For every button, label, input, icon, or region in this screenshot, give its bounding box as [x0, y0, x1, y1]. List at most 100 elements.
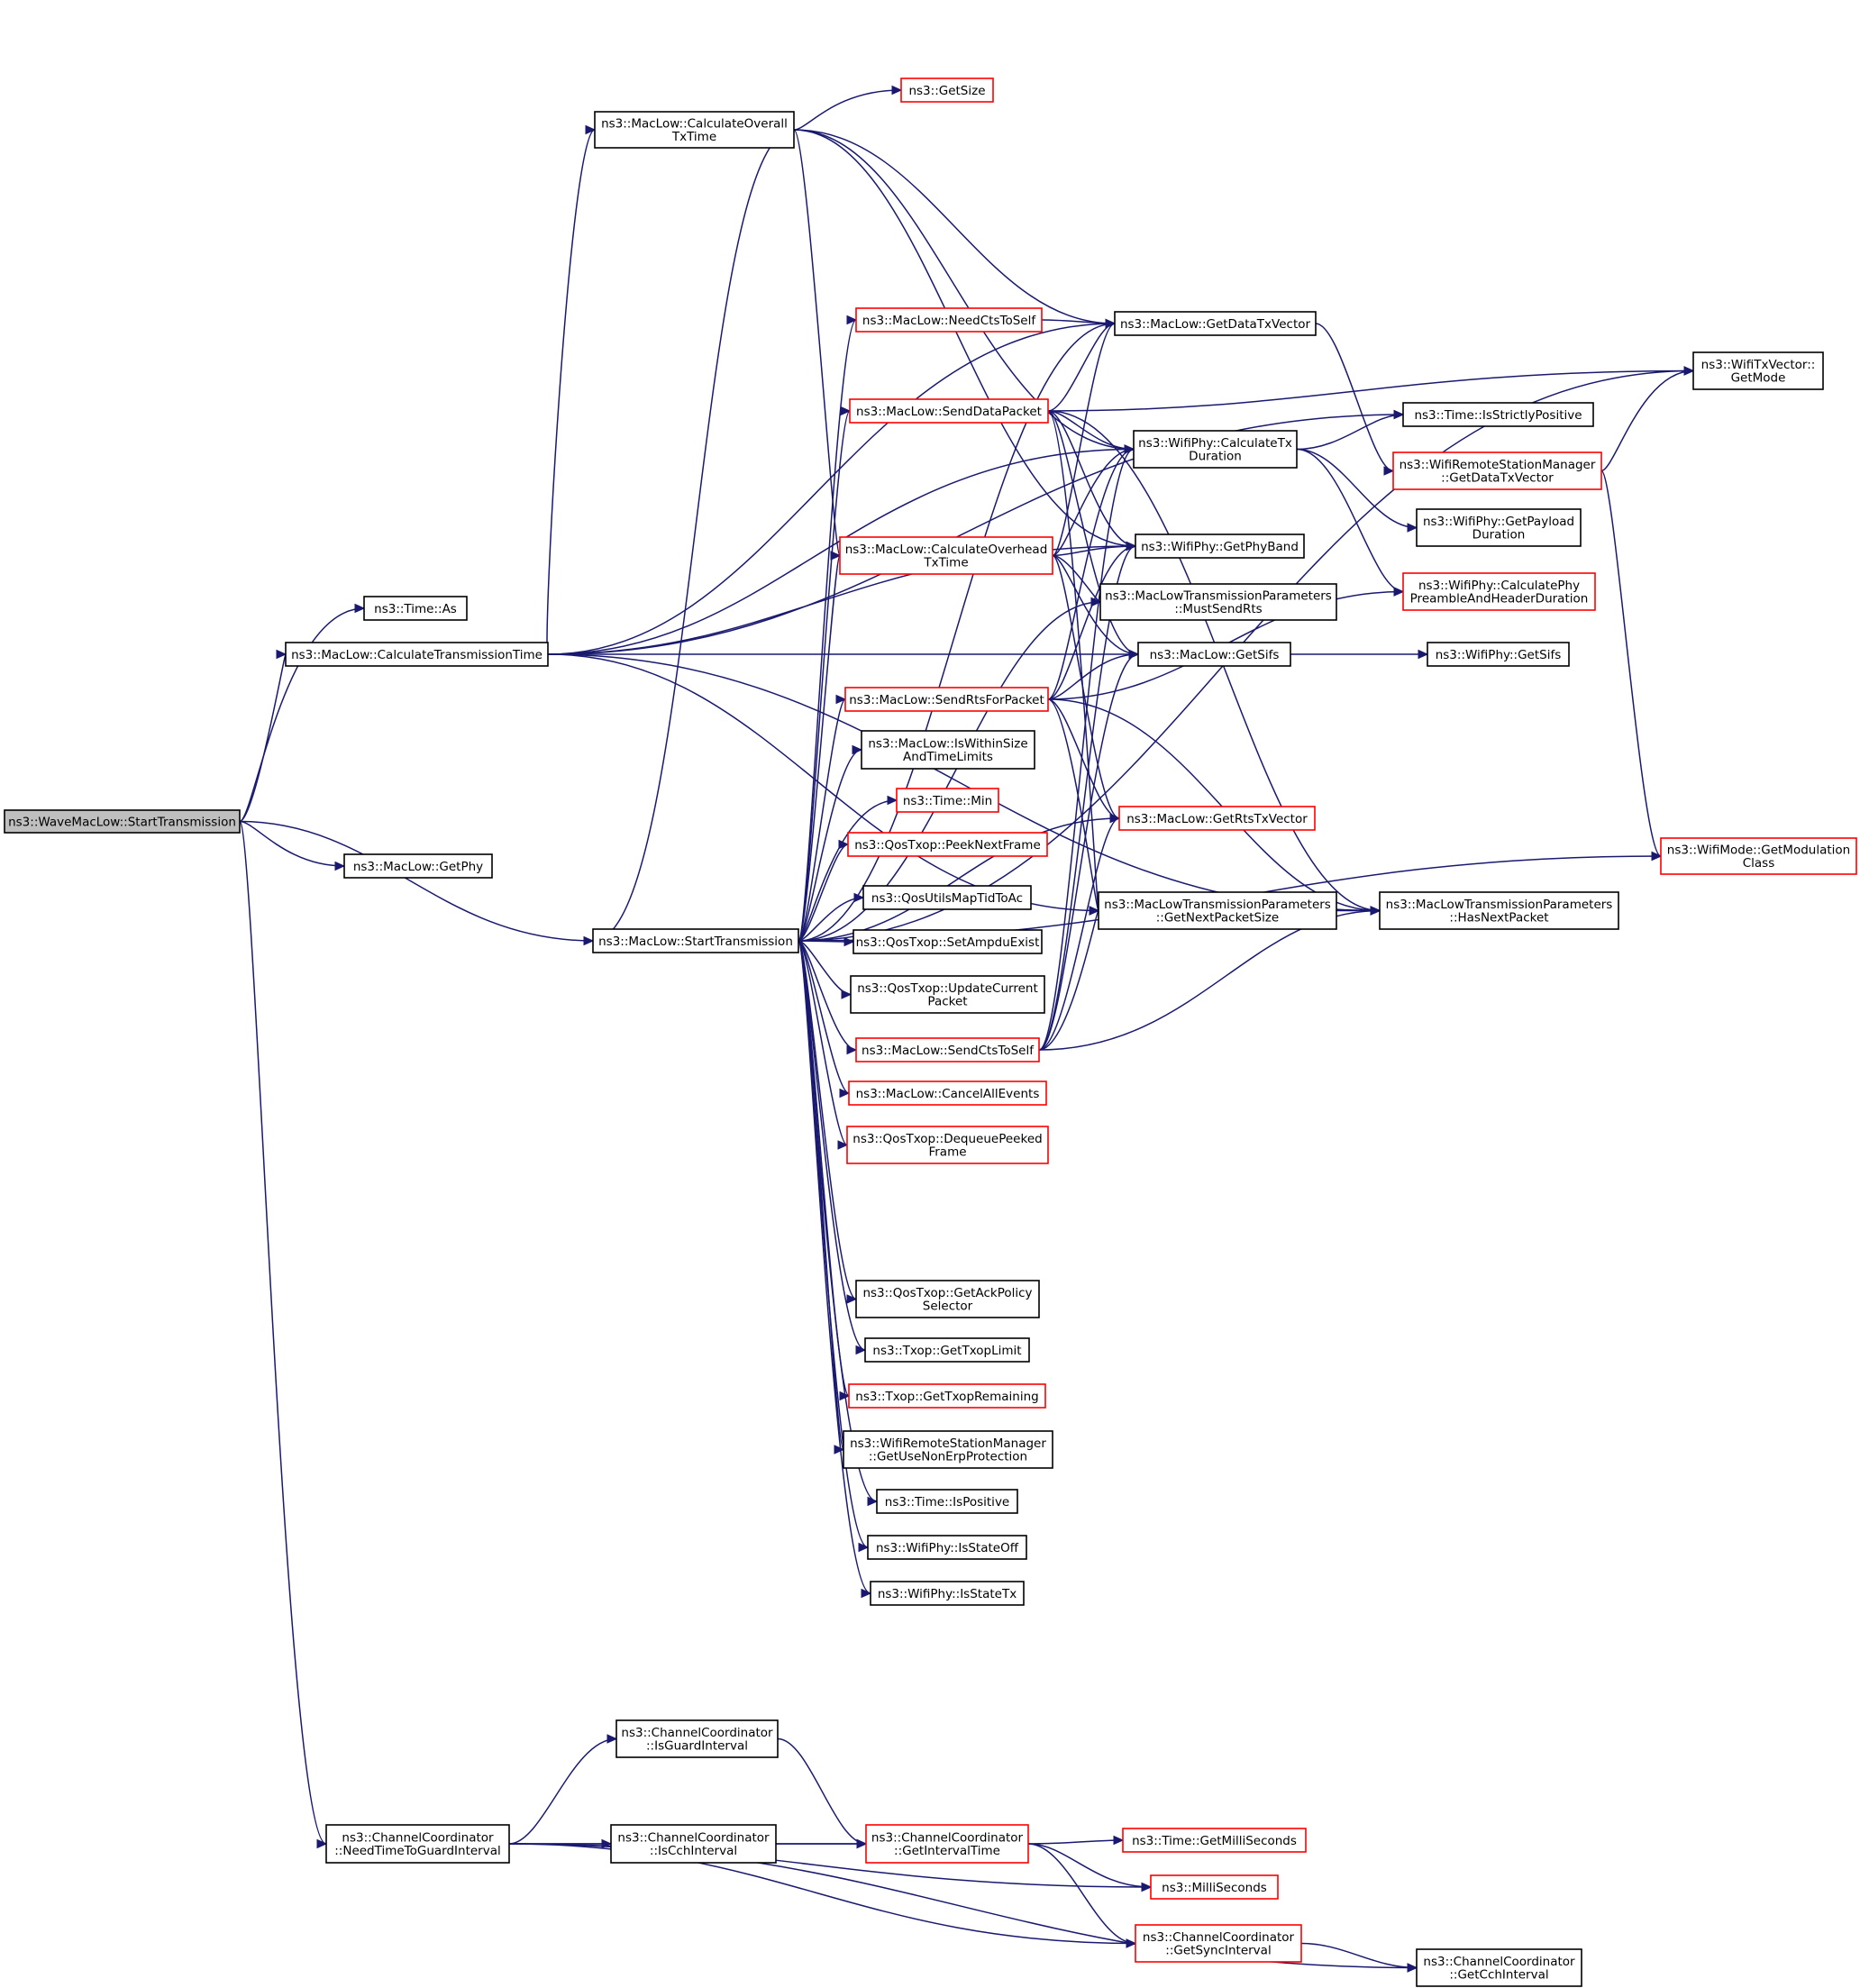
node-txopLimit[interactable]: ns3::Txop::GetTxopLimit: [864, 1337, 1030, 1363]
call-edge-root-to-timeAs: [239, 607, 365, 823]
node-box: [1133, 430, 1298, 469]
call-edge-calcTT-to-calcOverall: [546, 129, 596, 655]
node-getSync[interactable]: ns3::ChannelCoordinator::GetSyncInterval: [1135, 1924, 1302, 1963]
node-getDataTxV[interactable]: ns3::MacLow::GetDataTxVector: [1114, 311, 1317, 336]
node-root[interactable]: ns3::WaveMacLow::StartTransmission: [4, 809, 241, 834]
node-useNonErp[interactable]: ns3::WifiRemoteStationManager::GetUseNon…: [843, 1430, 1053, 1469]
node-isStateTx[interactable]: ns3::WifiPhy::IsStateTx: [870, 1581, 1025, 1606]
call-edge-startTx-to-sendRts: [798, 698, 846, 942]
call-edge-arrowhead: [585, 124, 597, 135]
node-isStrictly[interactable]: ns3::Time::IsStrictlyPositive: [1402, 402, 1594, 427]
node-label: ns3::Time::IsPositive: [885, 1495, 1009, 1509]
node-getPhyBand[interactable]: ns3::WifiPhy::GetPhyBand: [1135, 533, 1305, 559]
node-label: ::GetCchInterval: [1449, 1968, 1548, 1983]
node-label: ns3::Txop::GetTxopRemaining: [855, 1390, 1038, 1404]
node-box: [1135, 1924, 1302, 1963]
node-box: [594, 111, 795, 149]
node-label: Frame: [928, 1145, 966, 1160]
call-edge-sendData-to-getSifs: [1047, 410, 1139, 655]
node-calcTT[interactable]: ns3::MacLow::CalculateTransmissionTime: [285, 642, 549, 667]
call-edge-startTx-to-getRtsTxV: [798, 817, 1120, 942]
node-box: [870, 1581, 1025, 1606]
node-timeAs[interactable]: ns3::Time::As: [363, 596, 468, 621]
node-calcPreamble[interactable]: ns3::WifiPhy::CalculatePhyPreambleAndHea…: [1402, 572, 1596, 611]
call-edge-arrowhead: [839, 1088, 851, 1099]
node-getPhy[interactable]: ns3::MacLow::GetPhy: [343, 853, 493, 879]
node-startTx[interactable]: ns3::MacLow::StartTransmission: [592, 928, 799, 953]
node-isGuard[interactable]: ns3::ChannelCoordinator::IsGuardInterval: [615, 1719, 779, 1758]
node-box: [285, 642, 549, 667]
node-getNextPkt[interactable]: ns3::MacLowTransmissionParameters::GetNe…: [1098, 891, 1337, 930]
node-mustSendRts[interactable]: ns3::MacLowTransmissionParameters::MustS…: [1099, 583, 1337, 621]
node-getSize[interactable]: ns3::GetSize: [900, 78, 994, 103]
node-label: ::GetNextPacketSize: [1156, 911, 1279, 926]
node-box: [1150, 1874, 1279, 1900]
node-setAmpdu[interactable]: ns3::QosTxop::SetAmpduExist: [852, 929, 1043, 954]
node-label: ns3::MacLow::GetSifs: [1150, 648, 1280, 662]
node-isStateOff[interactable]: ns3::WifiPhy::IsStateOff: [867, 1535, 1027, 1560]
node-qosMap[interactable]: ns3::QosUtilsMapTidToAc: [862, 885, 1032, 910]
node-needCts[interactable]: ns3::MacLow::NeedCtsToSelf: [855, 307, 1043, 333]
call-edge-startTx-to-isWithin: [798, 749, 862, 942]
node-box: [1392, 451, 1602, 490]
node-label: ns3::Txop::GetTxopLimit: [872, 1344, 1021, 1358]
call-edge-calcOverall-to-getPhyBand: [793, 129, 1136, 547]
node-sendData[interactable]: ns3::MacLow::SendDataPacket: [849, 398, 1049, 424]
node-box: [1137, 642, 1291, 667]
call-edge-arrowhead: [852, 744, 863, 755]
call-edge-sendData-to-calcTxDur: [1047, 410, 1135, 451]
node-getSifs[interactable]: ns3::MacLow::GetSifs: [1137, 642, 1291, 667]
node-label: ::GetIntervalTime: [894, 1844, 1000, 1858]
node-timeMin[interactable]: ns3::Time::Min: [896, 788, 999, 813]
call-edge-calcOverall-to-calcTxDur: [793, 129, 1135, 451]
call-edge-startTx-to-timeMin: [798, 799, 898, 942]
node-label: ns3::ChannelCoordinator: [617, 1831, 770, 1846]
node-peekNext[interactable]: ns3::QosTxop::PeekNextFrame: [847, 832, 1048, 857]
call-edge-sendCts-to-calcTxDur: [1038, 448, 1135, 1051]
node-getCch[interactable]: ns3::ChannelCoordinator::GetCchInterval: [1416, 1948, 1582, 1987]
call-edge-arrowhead: [1383, 466, 1395, 476]
node-milliSec[interactable]: ns3::MilliSeconds: [1150, 1874, 1279, 1900]
node-wrsmDataTxV[interactable]: ns3::WifiRemoteStationManager::GetDataTx…: [1392, 451, 1602, 490]
call-edge-arrowhead: [1407, 1963, 1418, 1973]
node-sendRts[interactable]: ns3::MacLow::SendRtsForPacket: [844, 687, 1049, 712]
node-getRtsTxV[interactable]: ns3::MacLow::GetRtsTxVector: [1118, 806, 1316, 831]
node-isPositive[interactable]: ns3::Time::IsPositive: [876, 1489, 1018, 1514]
node-box: [1114, 311, 1317, 336]
call-edge-calcOverhead-to-getDataTxV: [1052, 323, 1116, 557]
call-edge-sendRts-to-getSifs: [1047, 653, 1139, 700]
node-box: [848, 1383, 1046, 1409]
call-edge-sendData-to-getPhyBand: [1047, 410, 1136, 547]
node-needGuard[interactable]: ns3::ChannelCoordinator::NeedTimeToGuard…: [325, 1824, 510, 1864]
node-label: ::IsGuardInterval: [646, 1739, 748, 1754]
node-label: ns3::ChannelCoordinator: [342, 1831, 494, 1846]
call-edge-root-to-needGuard: [239, 820, 327, 1845]
node-label: Packet: [927, 995, 967, 1009]
node-phySifs[interactable]: ns3::WifiPhy::GetSifs: [1427, 642, 1570, 667]
call-edge-arrowhead: [891, 85, 903, 96]
call-edge-arrowhead: [276, 649, 287, 660]
node-txopRemain[interactable]: ns3::Txop::GetTxopRemaining: [848, 1383, 1046, 1409]
node-box: [325, 1824, 510, 1864]
node-label: ns3::MacLow::CancelAllEvents: [856, 1087, 1040, 1101]
call-edge-arrowhead: [1105, 318, 1117, 329]
call-edge-calcTT-to-isStrictly: [547, 414, 1404, 655]
node-getInterval[interactable]: ns3::ChannelCoordinator::GetIntervalTime: [865, 1824, 1029, 1864]
node-sendCts[interactable]: ns3::MacLow::SendCtsToSelf: [855, 1037, 1040, 1062]
call-edge-sendCts-to-getSifs: [1038, 653, 1139, 1051]
node-cancelAll[interactable]: ns3::MacLow::CancelAllEvents: [848, 1081, 1047, 1106]
node-getMode[interactable]: ns3::WifiTxVector::GetMode: [1692, 351, 1824, 390]
node-isCch[interactable]: ns3::ChannelCoordinator::IsCchInterval: [610, 1824, 777, 1864]
call-edge-sendRts-to-getNextPkt: [1047, 698, 1099, 912]
node-getMilli[interactable]: ns3::Time::GetMilliSeconds: [1122, 1828, 1307, 1853]
node-hasNextPkt[interactable]: ns3::MacLowTransmissionParameters::HasNe…: [1379, 891, 1619, 930]
